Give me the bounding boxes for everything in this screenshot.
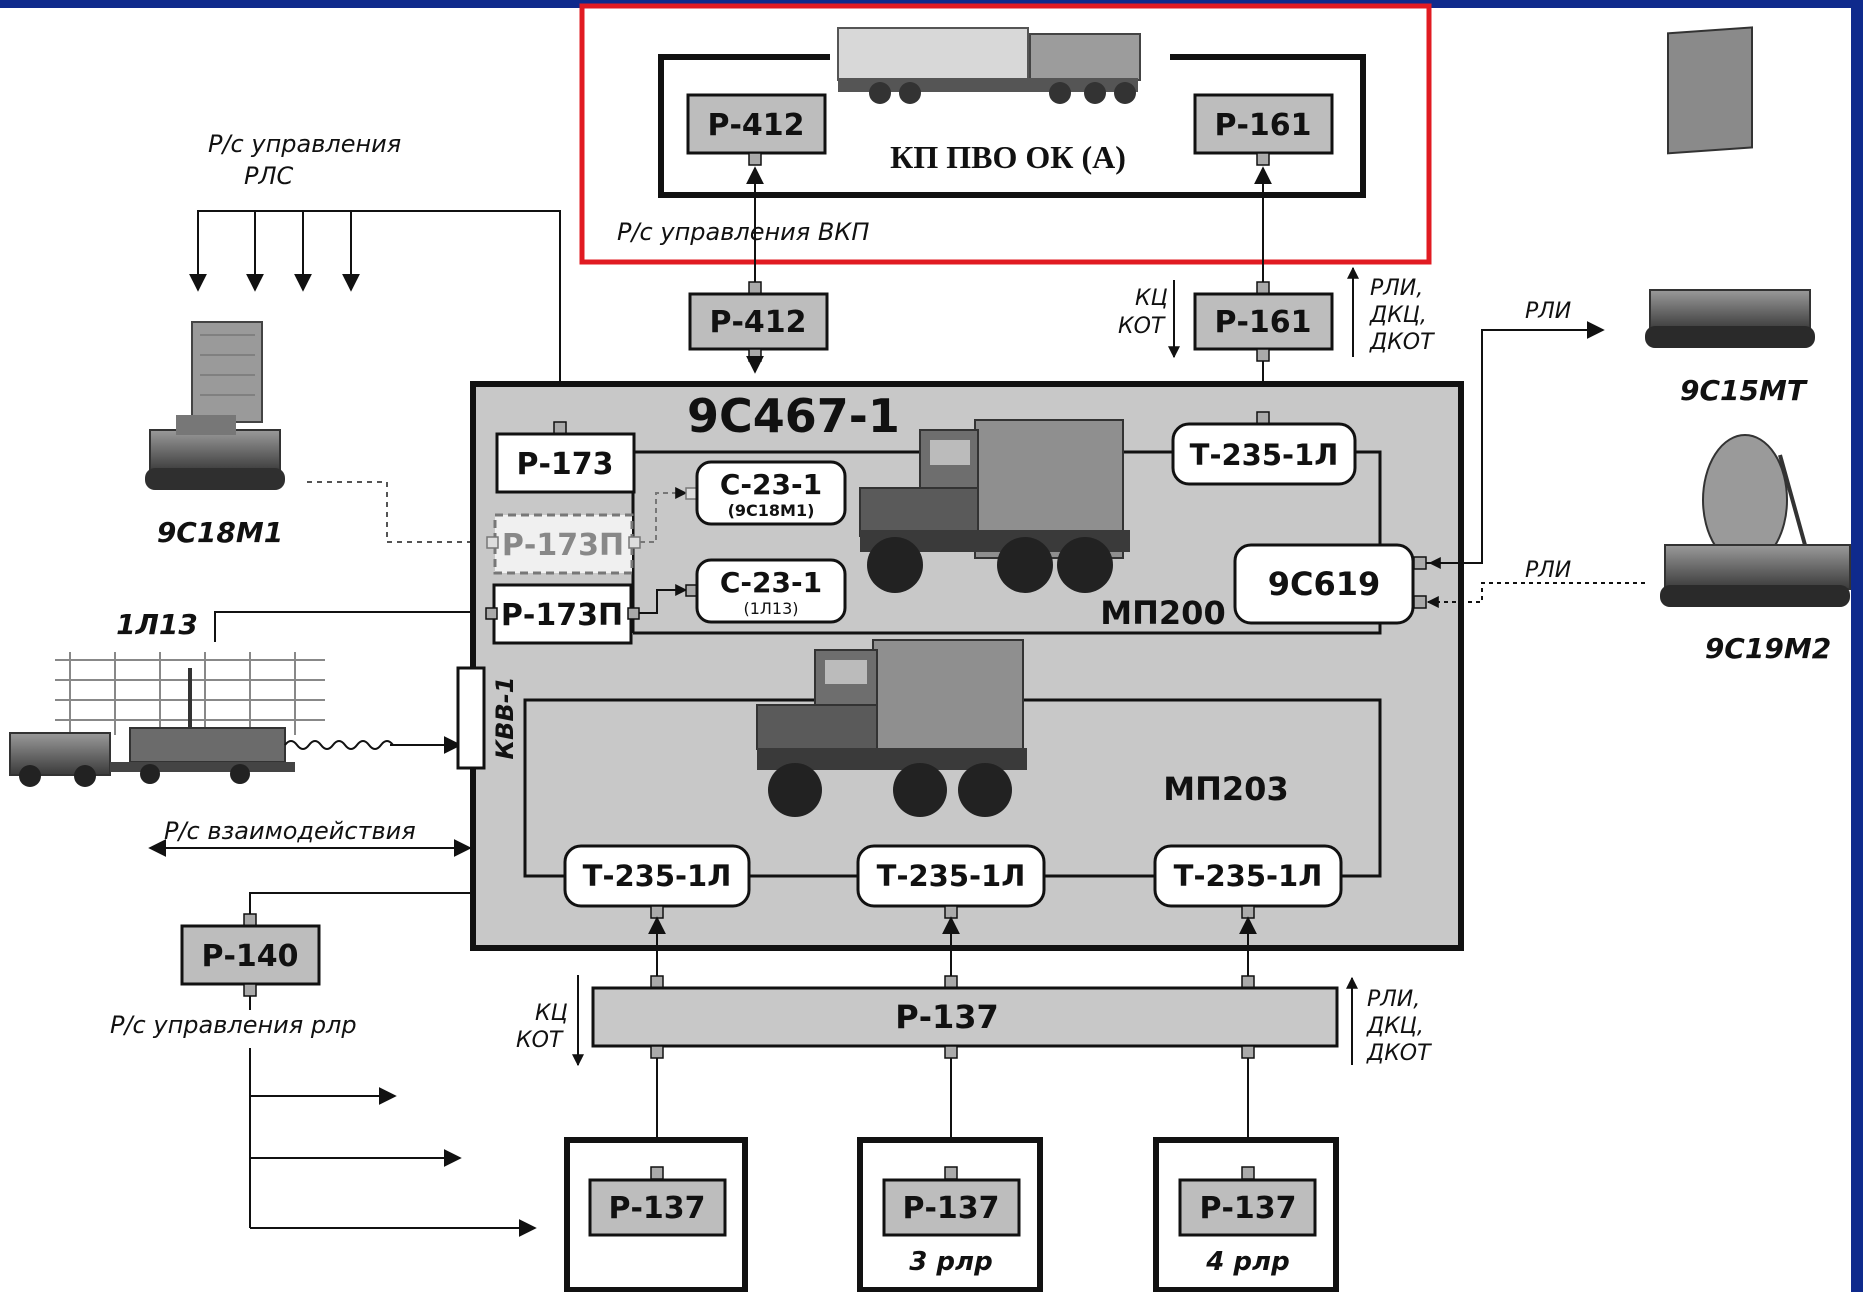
- rls-control-label-1: Р/с управления: [208, 130, 401, 158]
- rls-control-label-2: РЛС: [244, 162, 294, 190]
- rli-top-label: РЛИ: [1525, 299, 1571, 324]
- station-4-caption: 4 рлр: [1205, 1247, 1289, 1277]
- c23-1l13-name: С-23-1: [720, 566, 822, 599]
- relay-kc-label: КЦ: [1135, 286, 1168, 311]
- rlr-control-label: Р/с управления рлр: [110, 1011, 357, 1039]
- relay-r412-label: Р-412: [709, 305, 806, 340]
- c23-9c18m1-sub: (9С18М1): [728, 501, 815, 520]
- bottom-kot-label: КОТ: [516, 1028, 564, 1053]
- right-frame-bar: [1851, 0, 1863, 1292]
- radar-9c15mt-label: 9С15МТ: [1680, 374, 1808, 407]
- r140-label: Р-140: [201, 939, 298, 974]
- cp-r161-label: Р-161: [1214, 108, 1311, 143]
- c23-1l13-sub: (1Л13): [743, 599, 798, 618]
- relay-kot-label: КОТ: [1118, 314, 1166, 339]
- relay-dkc-label: ДКЦ,: [1369, 303, 1427, 328]
- r173-label: Р-173: [516, 447, 613, 482]
- bottom-kc-label: КЦ: [535, 1001, 568, 1026]
- radar-9c15mt-icon: [1645, 27, 1815, 348]
- cp-title: КП ПВО ОК (А): [890, 139, 1126, 175]
- r173p-label: Р-173П: [501, 598, 623, 633]
- t235-top-label: Т-235-1Л: [1190, 438, 1339, 472]
- radar-1l13-label: 1Л13: [116, 608, 198, 641]
- t235-row-3-label: Т-235-1Л: [1174, 859, 1323, 893]
- t235-row-2-label: Т-235-1Л: [877, 859, 1026, 893]
- relay-dkot-label: ДКОТ: [1369, 330, 1435, 355]
- station-3-caption: 3 рлр: [909, 1247, 992, 1277]
- relay-r161-label: Р-161: [1214, 305, 1311, 340]
- kvv1-label: КВВ-1: [491, 677, 519, 760]
- cp-r412-label: Р-412: [707, 108, 804, 143]
- radar-9c18m1-icon: [145, 322, 285, 490]
- kvv1-box: [458, 668, 484, 768]
- relay-rli-label: РЛИ,: [1370, 276, 1423, 301]
- bottom-dkot-label: ДКОТ: [1366, 1041, 1432, 1066]
- rli-bottom-label: РЛИ: [1525, 558, 1571, 583]
- mp200-label: МП200: [1100, 594, 1225, 632]
- r173p-dashed-label: Р-173П: [502, 528, 624, 563]
- station-1-radio-label: Р-137: [608, 1191, 705, 1226]
- c23-9c18m1-name: С-23-1: [720, 468, 822, 501]
- bottom-dkc-label: ДКЦ,: [1366, 1014, 1424, 1039]
- bottom-rli-label: РЛИ,: [1367, 987, 1420, 1012]
- station-3-radio-label: Р-137: [902, 1191, 999, 1226]
- s9c619-label: 9С619: [1268, 565, 1381, 603]
- command-post-vehicle-icon: [830, 22, 1170, 104]
- radar-9c19m2-icon: [1660, 435, 1850, 607]
- station-4-radio-label: Р-137: [1199, 1191, 1296, 1226]
- radar-9c18m1-label: 9С18М1: [157, 516, 283, 549]
- main-title: 9С467-1: [687, 389, 900, 443]
- radar-9c19m2-label: 9С19М2: [1705, 632, 1831, 665]
- interaction-label: Р/с взаимодействия: [164, 817, 416, 845]
- radar-1l13-antenna-icon: [10, 652, 325, 787]
- cp-vkp-label: Р/с управления ВКП: [617, 218, 869, 246]
- r137-bus-label: Р-137: [895, 998, 999, 1036]
- t235-row-1-label: Т-235-1Л: [583, 859, 732, 893]
- mp203-label: МП203: [1163, 770, 1288, 808]
